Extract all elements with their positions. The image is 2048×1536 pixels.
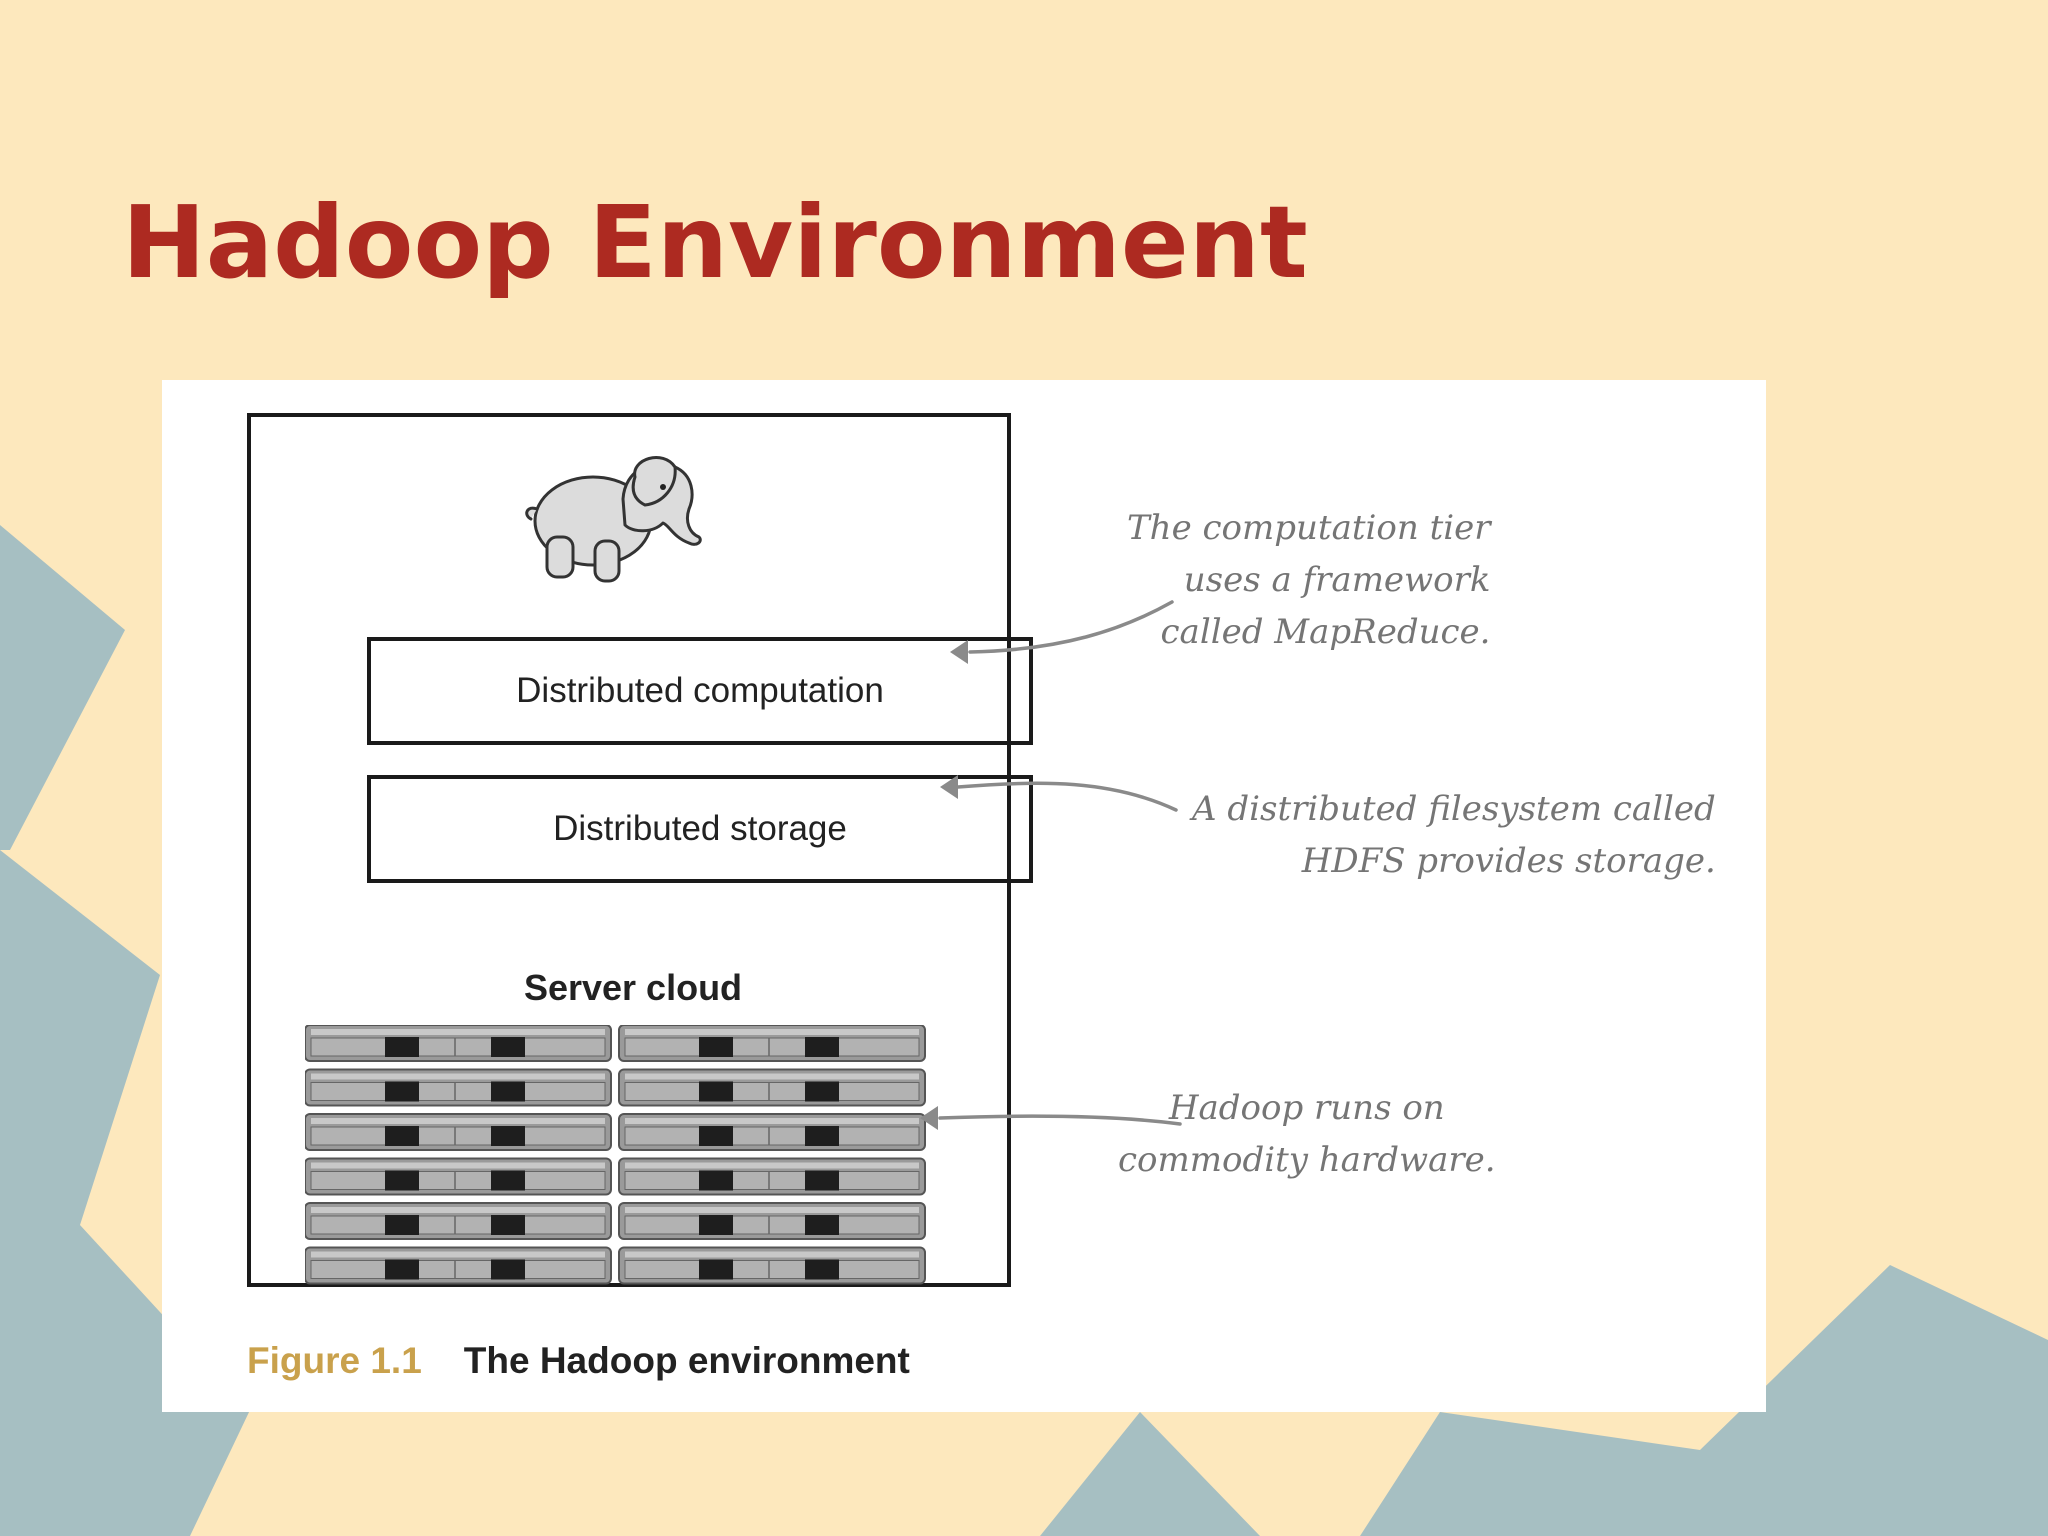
distributed-storage-box: Distributed storage: [367, 775, 1033, 883]
server-unit: [305, 1113, 612, 1151]
hadoop-elephant-icon: [525, 456, 702, 583]
server-unit: [305, 1202, 612, 1240]
server-unit: [305, 1068, 612, 1107]
server-unit: [618, 1202, 926, 1240]
figure-caption-text: The Hadoop environment: [463, 1340, 910, 1381]
annotation-arrows: [920, 600, 1182, 1130]
hadoop-figure: Distributed computation Distributed stor…: [162, 380, 1766, 1412]
server-unit: [305, 1157, 612, 1196]
figure-caption: Figure 1.1 The Hadoop environment: [247, 1340, 910, 1382]
figure-number: Figure 1.1: [247, 1340, 422, 1381]
distributed-computation-box: Distributed computation: [367, 637, 1033, 745]
slide-title: Hadoop Environment: [122, 184, 1308, 301]
server-rack-graphic: [305, 1025, 926, 1285]
server-unit: [618, 1157, 926, 1196]
server-unit: [618, 1068, 926, 1107]
computation-tier-note: The computation tier uses a framework ca…: [1127, 508, 1491, 652]
server-unit: [305, 1246, 612, 1285]
hadoop-environment-box: Distributed computation Distributed stor…: [247, 413, 1033, 1287]
server-unit: [618, 1246, 926, 1285]
hardware-note: Hadoop runs on commodity hardware.: [1118, 1088, 1496, 1180]
server-cloud-label: Server cloud: [523, 967, 743, 1008]
server-unit: [618, 1113, 926, 1151]
storage-tier-note: A distributed filesystem called HDFS pro…: [1192, 789, 1716, 881]
server-unit: [618, 1025, 926, 1062]
server-unit: [305, 1025, 612, 1062]
